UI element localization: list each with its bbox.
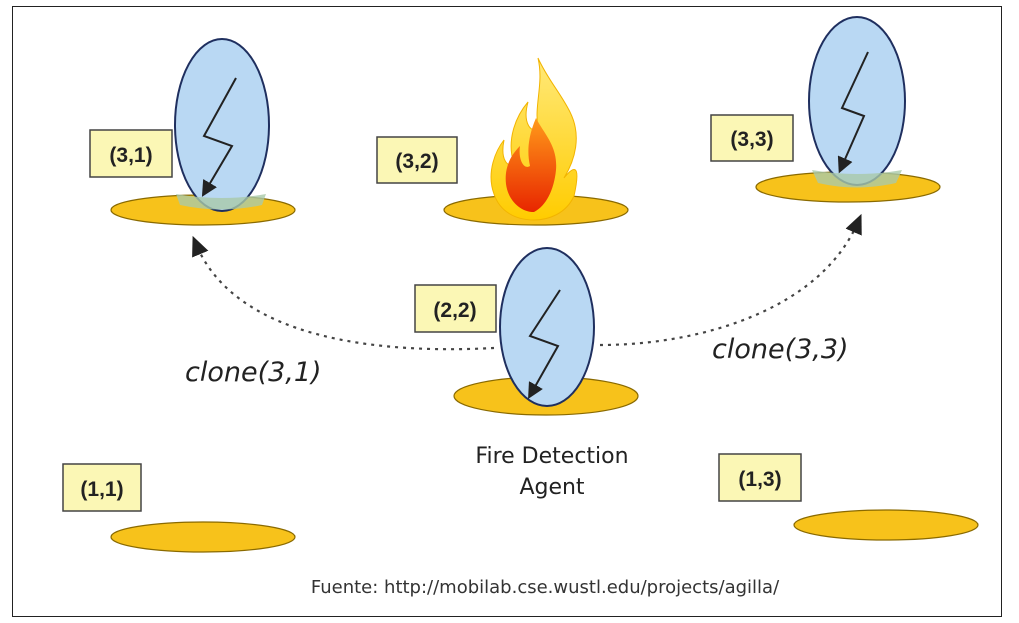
platform-1-3 (793, 509, 979, 541)
fire-icon (490, 57, 578, 221)
svg-text:(3,1): (3,1) (109, 144, 152, 167)
bolt-icon (201, 77, 237, 197)
agent-3-1 (174, 38, 270, 212)
clone-right-caption: clone(3,3) (712, 334, 849, 365)
agent-caption-line1: Fire Detection (475, 444, 628, 469)
node-label-1-1: (1,1) (62, 463, 142, 512)
agent-caption-line2: Agent (519, 475, 584, 500)
source-caption: Fuente: http://mobilab.cse.wustl.edu/pro… (311, 577, 780, 598)
bolt-icon (528, 289, 561, 399)
node-label-2-2: (2,2) (414, 284, 497, 333)
svg-text:(1,1): (1,1) (80, 478, 123, 501)
node-label-3-3: (3,3) (710, 114, 794, 162)
bolt-icon (837, 51, 869, 174)
clone-arrow-right (599, 213, 862, 347)
svg-text:(2,2): (2,2) (433, 299, 476, 322)
svg-text:(3,3): (3,3) (730, 128, 773, 151)
svg-text:(3,2): (3,2) (395, 150, 438, 173)
clone-arrow-left (192, 235, 495, 351)
node-label-3-2: (3,2) (376, 136, 458, 184)
svg-text:(1,3): (1,3) (738, 468, 781, 491)
platform-1-1 (110, 521, 296, 553)
agent-2-2 (499, 247, 595, 407)
node-label-3-1: (3,1) (89, 129, 173, 178)
node-label-1-3: (1,3) (718, 453, 802, 502)
clone-left-caption: clone(3,1) (185, 357, 322, 388)
agent-3-3 (808, 16, 906, 188)
